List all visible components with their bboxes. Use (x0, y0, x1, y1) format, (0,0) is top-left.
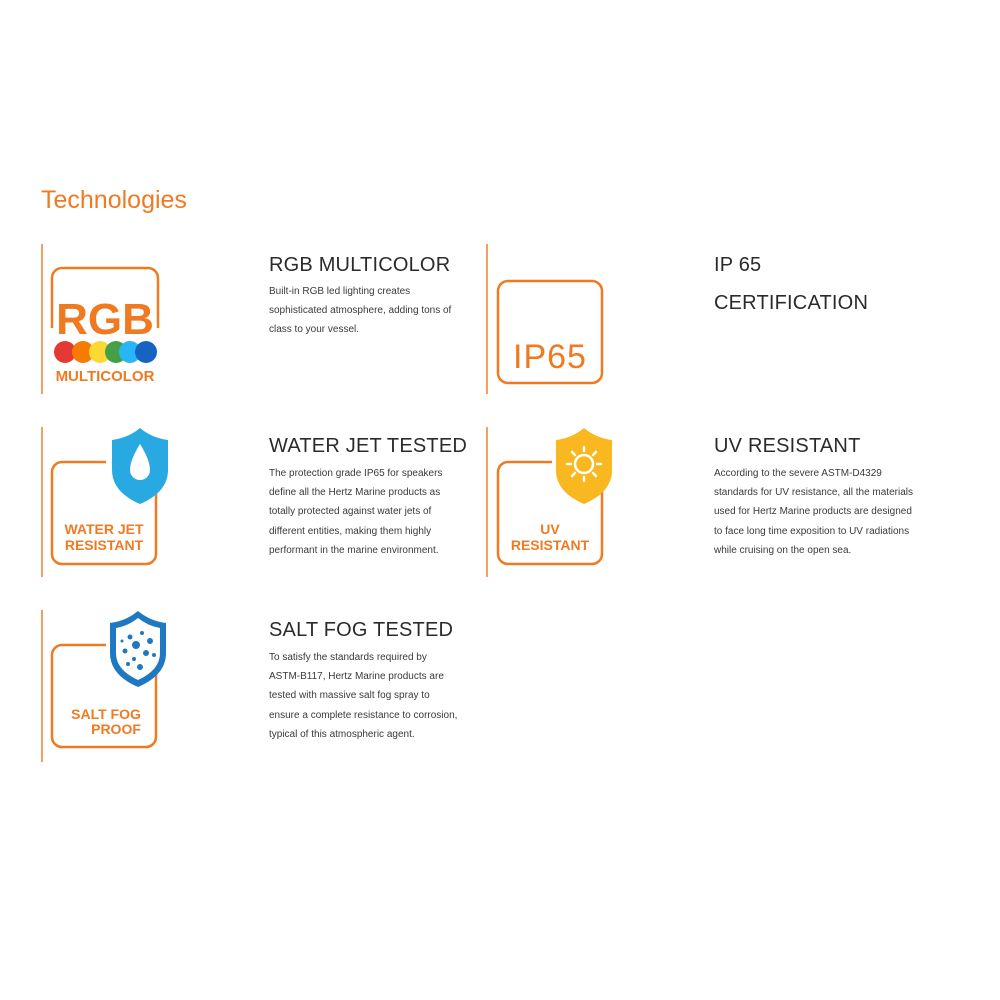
rgb-badge-text: RGB (56, 295, 154, 344)
salt-fog-caption-line1: SALT FOG (71, 706, 141, 722)
divider-uv (486, 427, 488, 577)
salt-fog-title: SALT FOG TESTED (269, 619, 454, 641)
rgb-description: Built-in RGB led lighting creates sophis… (269, 286, 452, 336)
sun-shield-icon (556, 428, 612, 504)
uv-caption-line2: RESISTANT (511, 537, 590, 553)
rgb-title: RGB MULTICOLOR (269, 254, 451, 276)
ip65-badge: IP65 (496, 279, 606, 387)
water-jet-description: The protection grade IP65 for speakers d… (269, 468, 443, 556)
water-drop-shield-icon (112, 428, 168, 504)
uv-title: UV RESISTANT (714, 435, 861, 457)
divider-salt (41, 610, 43, 762)
water-jet-caption-line2: RESISTANT (65, 537, 144, 553)
salt-fog-badge: SALT FOG PROOF (50, 609, 176, 751)
uv-description: According to the severe ASTM-D4329 stand… (714, 468, 913, 556)
water-jet-title: WATER JET TESTED (269, 435, 468, 457)
ip65-title-line1: IP 65 (714, 254, 762, 276)
salt-fog-caption-line2: PROOF (91, 721, 141, 737)
rgb-color-dots-icon (54, 341, 157, 363)
divider-rgb (41, 244, 43, 394)
water-jet-caption-line1: WATER JET (64, 521, 144, 537)
uv-caption-line1: UV (540, 521, 560, 537)
salt-fog-description: To satisfy the standards required by AST… (269, 652, 458, 740)
section-title: Technologies (41, 186, 187, 214)
divider-ip65 (486, 244, 488, 394)
uv-badge: UV RESISTANT (496, 426, 622, 568)
divider-water (41, 427, 43, 577)
salt-fog-shield-icon (110, 611, 166, 687)
water-jet-badge: WATER JET RESISTANT (50, 426, 176, 568)
rgb-badge-caption: MULTICOLOR (56, 368, 155, 385)
ip65-icon: IP65 (513, 338, 587, 376)
rgb-badge: RGB MULTICOLOR (48, 266, 162, 388)
ip65-title-line2: CERTIFICATION (714, 292, 869, 314)
